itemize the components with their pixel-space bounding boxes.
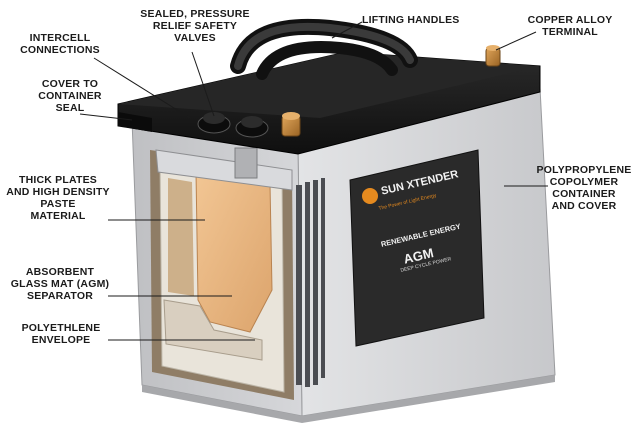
valve-icon: [197, 112, 269, 138]
leader-intercell: [93, 57, 191, 119]
product-label-panel: [349, 149, 485, 347]
callout-intercell: INTERCELL CONNECTIONS: [20, 32, 100, 56]
brand-sun-icon: [362, 188, 378, 204]
leader-valves: [191, 51, 215, 117]
callout-valves: SEALED, PRESSURE RELIEF SAFETY VALVES: [140, 8, 250, 44]
leader-terminal: [495, 31, 537, 51]
callout-cover-seal: COVER TO CONTAINER SEAL: [38, 78, 102, 114]
callout-agm: ABSORBENT GLASS MAT (AGM) SEPARATOR: [10, 266, 110, 302]
plate-stack: [296, 178, 325, 387]
callout-handles: LIFTING HANDLES: [362, 14, 460, 26]
leader-cover-seal: [79, 113, 133, 121]
leader-handles: [331, 21, 363, 39]
polyethylene-envelope: [163, 299, 263, 361]
callout-plates: THICK PLATES AND HIGH DENSITY PASTE MATE…: [6, 174, 110, 222]
callout-envelope: POLYETHLENE ENVELOPE: [21, 322, 101, 346]
callout-container: POLYPROPYLENE COPOLYMER CONTAINER AND CO…: [536, 164, 632, 212]
cover-seal: [118, 112, 152, 132]
terminal-icon: [281, 45, 501, 137]
callout-terminal: COPPER ALLOY TERMINAL: [527, 14, 613, 38]
lifting-handle-icon: [230, 18, 418, 80]
